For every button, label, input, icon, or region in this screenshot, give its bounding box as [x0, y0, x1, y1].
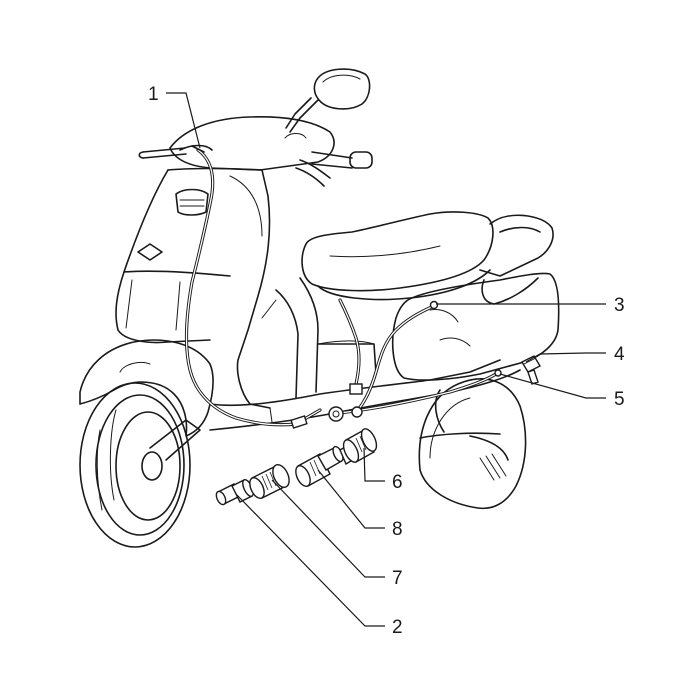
handlebar	[138, 116, 373, 187]
part-8-sleeve	[295, 445, 344, 487]
scooter-illustration	[79, 68, 560, 548]
callout-4: 4	[614, 344, 625, 365]
leader-lines	[166, 92, 606, 627]
callout-labels: 1 3 4 5 6 8 7 2	[148, 84, 625, 638]
front-wheel	[79, 339, 214, 548]
rear-wheel	[418, 378, 527, 510]
leader-7	[271, 479, 385, 578]
part-6-housing	[339, 428, 378, 466]
callout-5: 5	[614, 389, 625, 410]
fitting-4	[521, 355, 541, 385]
leader-8	[317, 469, 385, 529]
callout-7: 7	[392, 568, 403, 589]
front-shield	[115, 167, 271, 409]
leader-2	[235, 493, 385, 627]
floorboard	[209, 359, 521, 431]
exploded-parts	[215, 428, 378, 506]
callout-8: 8	[392, 519, 403, 540]
leader-5	[499, 373, 606, 399]
cable-junction	[328, 406, 363, 422]
callout-3: 3	[614, 295, 625, 316]
cable-1	[184, 145, 322, 429]
callout-2: 2	[392, 617, 403, 638]
leader-1	[166, 92, 201, 149]
luggage-rack	[479, 214, 554, 305]
leader-4	[525, 352, 606, 363]
seat	[301, 211, 494, 301]
rear-view-mirror	[285, 68, 371, 133]
callout-6: 6	[392, 472, 403, 493]
part-7-coupling	[249, 464, 290, 499]
cable-3	[338, 298, 439, 412]
leader-6	[363, 447, 385, 482]
rear-side-panel	[391, 272, 560, 381]
center-tunnel	[261, 277, 377, 399]
part-2-adapter	[215, 478, 254, 506]
callout-1: 1	[148, 84, 159, 105]
